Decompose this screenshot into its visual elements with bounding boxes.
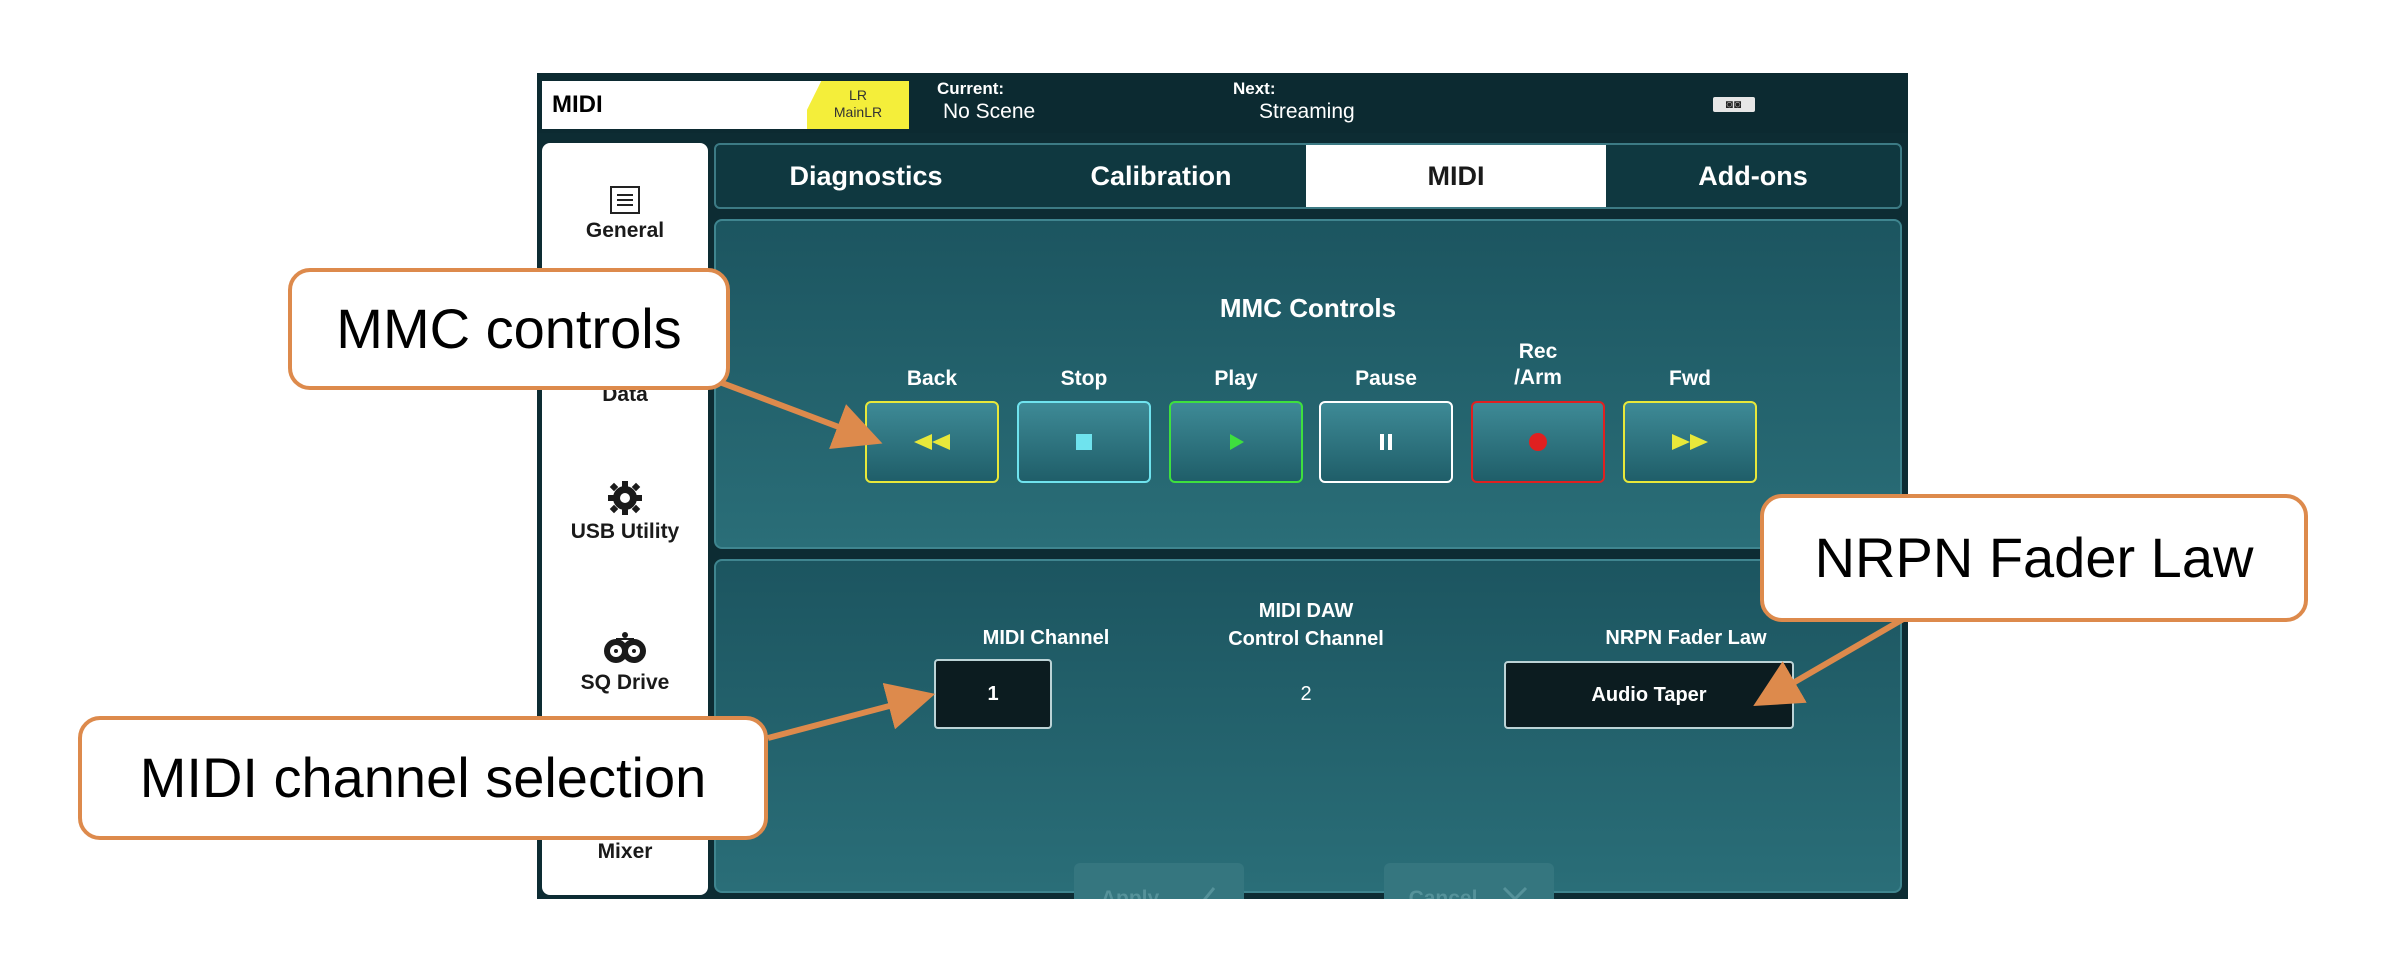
- check-icon: [1187, 887, 1216, 899]
- fast-forward-button[interactable]: [1623, 401, 1757, 483]
- fwd-label: Fwd: [1669, 367, 1711, 390]
- badge-line1: LR: [849, 87, 867, 103]
- rec-label-line1: Rec: [1518, 340, 1558, 363]
- apply-button[interactable]: Apply: [1074, 863, 1244, 899]
- sidebar-item-sq-drive[interactable]: SQ Drive: [542, 631, 708, 695]
- apply-label: Apply: [1100, 887, 1160, 899]
- sidebar-item-label: Mixer: [597, 840, 653, 863]
- midi-settings-panel: MIDI Channel 1 MIDI DAW Control Channel …: [714, 559, 1902, 899]
- stop-icon: [1076, 434, 1092, 450]
- current-scene-value: No Scene: [943, 100, 1036, 123]
- sidebar-item-label: General: [585, 219, 665, 242]
- sidebar-item-mixer[interactable]: Mixer: [542, 840, 708, 864]
- tab-calibration[interactable]: Calibration: [1090, 161, 1232, 191]
- record-arm-button[interactable]: [1471, 401, 1605, 483]
- sidebar-item-label: USB Utility: [570, 520, 680, 543]
- fast-forward-icon: [1672, 434, 1708, 450]
- sidebar-item-label: SQ Drive: [580, 671, 670, 694]
- rec-arm-label: Rec /Arm: [1468, 339, 1608, 391]
- next-scene-value: Streaming: [1259, 100, 1355, 123]
- play-icon: [1230, 434, 1244, 450]
- mix-selector-badge[interactable]: LR MainLR: [807, 81, 909, 129]
- pause-label: Pause: [1355, 367, 1417, 390]
- stop-button[interactable]: [1017, 401, 1151, 483]
- daw-control-channel-label: MIDI DAW Control Channel: [1136, 597, 1476, 653]
- rec-label-line2: /Arm: [1514, 366, 1562, 389]
- tab-bar: Diagnostics Calibration MIDI Add-ons: [714, 143, 1902, 209]
- gear-icon: [608, 481, 642, 515]
- rewind-icon: [914, 434, 950, 450]
- glasses-icon[interactable]: ◙◙: [1713, 97, 1755, 112]
- mmc-controls-panel: MMC Controls Back Stop Play Pause Rec /A…: [714, 219, 1902, 549]
- close-icon: [1503, 886, 1528, 899]
- tape-reels-icon: [604, 632, 646, 663]
- record-icon: [1529, 433, 1547, 451]
- play-button[interactable]: [1169, 401, 1303, 483]
- back-button[interactable]: [865, 401, 999, 483]
- mmc-controls-callout: MMC controls: [288, 268, 730, 390]
- mmc-controls-title: MMC Controls: [1219, 293, 1397, 323]
- cancel-label: Cancel: [1408, 887, 1478, 899]
- tab-diagnostics[interactable]: Diagnostics: [789, 161, 943, 191]
- nrpn-fader-law-select[interactable]: Audio Taper: [1504, 661, 1794, 729]
- cancel-button[interactable]: Cancel: [1384, 863, 1554, 899]
- badge-line2: MainLR: [833, 104, 883, 120]
- tab-add-ons[interactable]: Add-ons: [1698, 161, 1808, 191]
- sidebar-item-general[interactable]: General: [542, 185, 708, 243]
- current-scene-label: Current:: [937, 79, 1005, 98]
- back-label: Back: [906, 367, 958, 390]
- daw-control-channel-value: 2: [1300, 683, 1312, 705]
- page-title: MIDI: [542, 81, 842, 129]
- tab-midi[interactable]: MIDI: [1306, 145, 1606, 207]
- sidebar-item-usb-utility[interactable]: USB Utility: [542, 480, 708, 544]
- stop-label: Stop: [1060, 367, 1108, 390]
- list-icon: [610, 186, 640, 214]
- pause-icon: [1380, 434, 1392, 450]
- midi-channel-field[interactable]: 1: [934, 659, 1052, 729]
- daw-label-line1: MIDI DAW: [1258, 600, 1354, 622]
- nrpn-fader-law-callout: NRPN Fader Law: [1760, 494, 2308, 622]
- top-bar: MIDI LR MainLR Current: No Scene Next: S…: [537, 73, 1908, 133]
- pause-button[interactable]: [1319, 401, 1453, 483]
- midi-channel-selection-callout: MIDI channel selection: [78, 716, 768, 840]
- daw-label-line2: Control Channel: [1228, 628, 1384, 650]
- play-label: Play: [1214, 367, 1258, 390]
- midi-channel-label: MIDI Channel: [982, 627, 1110, 649]
- next-scene-label: Next:: [1233, 79, 1276, 98]
- nrpn-fader-law-label: NRPN Fader Law: [1605, 627, 1767, 649]
